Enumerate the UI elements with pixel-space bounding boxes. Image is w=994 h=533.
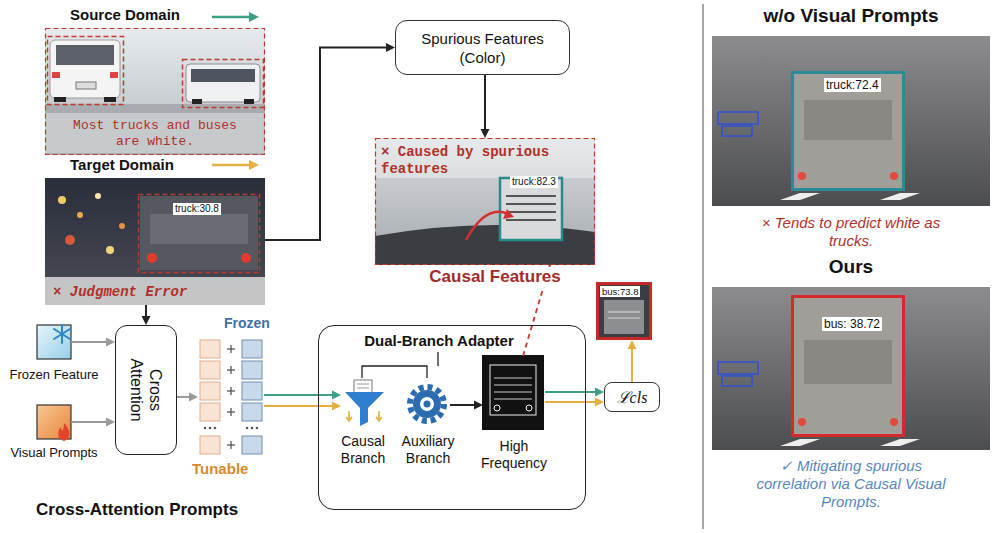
ours-image [712,287,990,450]
image-panel: Oursbus: 38.72✓ Mitigating spurious corr… [712,287,990,450]
arrowhead [481,129,490,138]
caption-text: × Tends to predict white as trucks. [761,214,941,250]
connector-arrow [177,393,198,402]
connector-line [545,391,597,393]
panel-heading: w/o Visual Prompts [712,5,990,27]
connector-line [145,305,147,318]
connector-line [177,396,191,398]
image-panel: Source DomainMost trucks and buses are w… [45,28,265,155]
frozen-icon [37,325,71,359]
box-text: Cross Attention [127,338,165,442]
image-panel: High Frequency [483,356,545,431]
bus-image [596,282,652,340]
arrowhead [332,402,341,411]
connector-line [631,347,633,382]
process-box: Spurious Features (Color) [395,20,570,75]
loss-box: ℒcls [604,382,660,412]
connector-arrow [264,402,341,411]
box-text: Spurious Features (Color) [408,29,557,67]
connector-line [265,48,388,241]
icon-label: Causal Branch [330,433,396,467]
target-image [45,178,265,305]
adapter-bracket [362,352,438,378]
arrowhead [106,338,115,347]
connector-arrow [265,43,395,240]
connector-line [450,404,476,406]
token-stack: FrozenTunable [198,338,264,456]
caption-text: × Caused by spurious features [381,144,576,178]
connector-arrow [545,388,604,397]
icon: Frozen Feature [37,325,71,359]
image-panel: Target Domaintruck:30.8× Judgment Error [45,178,265,305]
image-panel: bus:73.8 [596,282,652,340]
arrowhead [386,43,395,52]
icon-label: High Frequency [472,438,556,472]
connector-line [71,421,108,423]
detection-tag: bus: 38.72 [822,317,882,331]
stack-label: Tunable [192,460,248,477]
prompt-icon [37,405,71,441]
loss-symbol: ℒcls [617,386,648,408]
gear-icon [410,387,444,421]
divider [703,4,704,529]
connector-arrow [71,418,115,427]
connector-arrow [71,338,115,347]
icon-label: Visual Prompts [10,445,97,460]
image-panel: w/o Visual Promptstruck:72.4× Tends to p… [712,36,990,206]
high-frequency-image [482,355,544,430]
arrowhead [474,401,483,410]
image-panel: × Caused by spurious featurestruck:82.3 [375,138,595,265]
baseline-image [712,36,990,206]
panel-heading: Target Domain [70,156,174,173]
arrowhead [628,340,637,349]
arrowhead [189,393,198,402]
spurious-image [375,138,595,265]
detection-tag: truck:30.8 [173,203,221,215]
arrowhead [595,398,604,407]
branch-icon: Auxiliary Branch [406,383,450,427]
process-box: Cross Attention [115,325,177,455]
connector-line [545,401,597,403]
connector-arrow [264,391,341,400]
stack-label: Frozen [224,315,270,331]
icon-label: Frozen Feature [10,367,99,382]
connector-line [484,75,486,131]
detection-tag: truck:82.3 [510,176,558,188]
group-label: Cross-Attention Prompts [36,500,238,520]
connector-arrow [628,340,637,382]
caption-text: ✓ Mitigating spurious correlation via Ca… [751,457,951,511]
connector-arrow [142,305,151,325]
source-image [45,28,265,155]
arrowhead [595,388,604,397]
branch-icon: Causal Branch [341,383,385,423]
arrowhead [106,418,115,427]
connector-line [264,405,334,407]
icon-label: Auxiliary Branch [390,433,466,467]
connector-arrow [450,401,483,410]
prompt-stack [200,340,262,454]
filter-icon [345,380,384,426]
arrowhead [332,391,341,400]
caption-text: × Judgment Error [53,284,187,300]
module-title: Dual-Branch Adapter [319,332,559,349]
detection-tag: bus:73.8 [600,286,640,297]
arrowhead [142,316,151,325]
connector-arrow [545,398,604,407]
connector-line [264,394,334,396]
module-box: Dual-Branch AdapterCausal BranchAuxiliar… [318,325,586,510]
detection-tag: truck:72.4 [824,78,881,92]
caption-text: Most trucks and buses are white. [65,118,245,150]
connector-arrow [481,75,490,138]
icon: Visual Prompts [37,405,71,439]
panel-heading: Ours [712,256,990,278]
connector-line [71,341,108,343]
panel-heading: Source Domain [70,6,180,23]
edge-label: Causal Features [426,267,563,287]
